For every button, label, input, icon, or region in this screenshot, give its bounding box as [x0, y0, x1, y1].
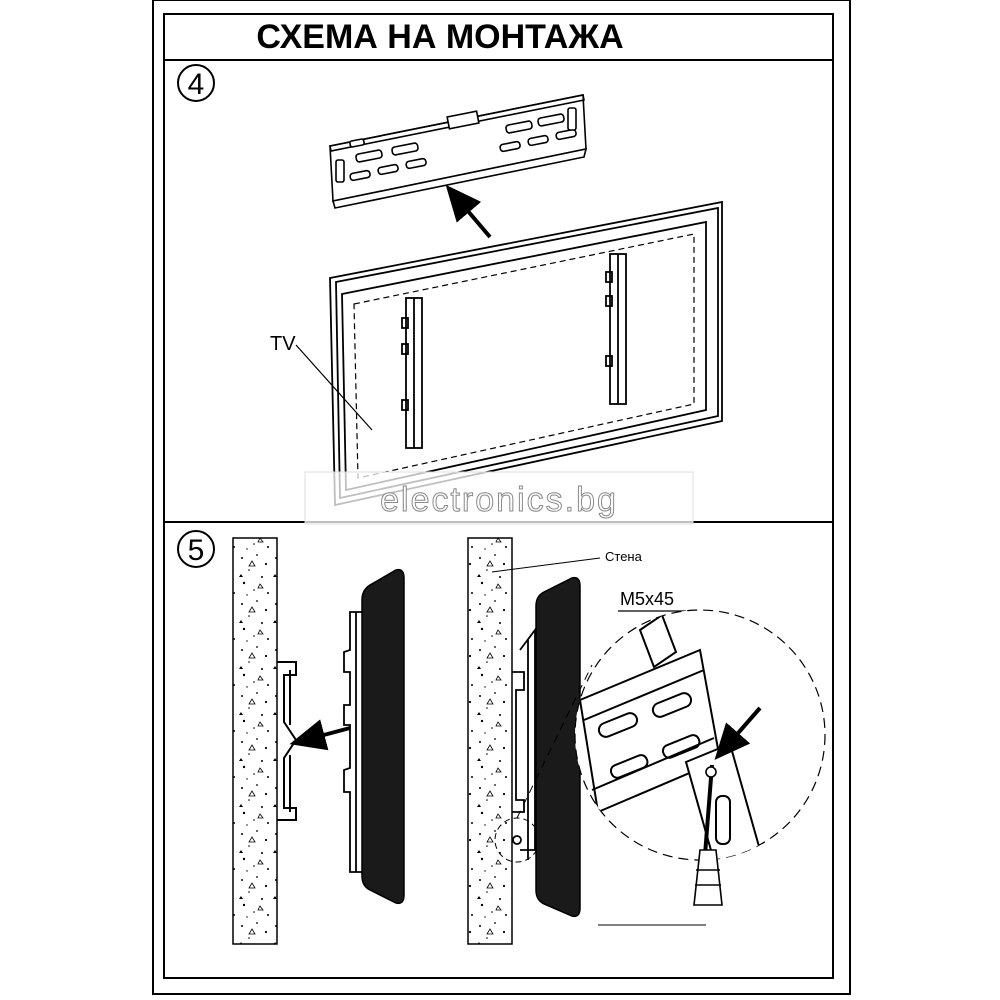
detail-magnifier [516, 609, 826, 926]
tv-bracket-left [401, 297, 423, 449]
tv-side-left [361, 568, 405, 905]
screwdriver [693, 764, 723, 906]
wall-plate-profile-left [277, 661, 298, 821]
inner-frame [163, 13, 834, 979]
page-title: СХЕМА НА МОНТАЖА [256, 18, 623, 56]
wall-leader-line [491, 557, 601, 573]
tv-label: TV [270, 333, 296, 355]
wall-label: Стена [605, 549, 643, 564]
attach-plate-arrow [445, 184, 492, 239]
watermark-text: electronics.bg [380, 481, 618, 519]
outer-frame [152, 0, 851, 995]
wall-section-left [232, 537, 278, 945]
step-5-number: 5 [188, 534, 205, 567]
tv-bracket-profile-left [343, 611, 362, 873]
wall-section-right [467, 537, 513, 945]
mounted-bracket-right [512, 627, 536, 860]
tv-bracket-right [605, 253, 627, 405]
step-4-number: 4 [188, 68, 205, 101]
step-5: 5 Стена M5x45 [177, 530, 826, 945]
step-5-badge [177, 530, 215, 568]
step-4: 4 [177, 64, 723, 507]
hang-tv-arrow [289, 719, 351, 751]
screw-arrow [714, 706, 762, 761]
wall-plate [329, 94, 588, 209]
watermark: electronics.bg [304, 471, 694, 525]
step-4-badge [177, 64, 215, 102]
screw-size-label: M5x45 [620, 589, 674, 609]
tv-side-right [535, 576, 581, 918]
tv-leader-line [295, 344, 373, 431]
tv-back [329, 200, 723, 507]
